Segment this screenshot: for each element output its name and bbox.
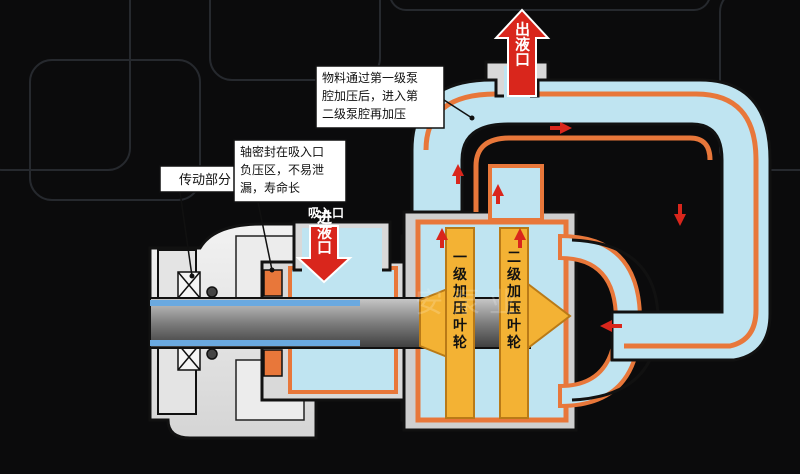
impeller-1-char: 压	[453, 301, 467, 317]
impeller-1-char: 叶	[453, 318, 467, 334]
flow-arrow-down-icon	[678, 204, 682, 214]
callout-chamber: 物料通过第一级泵 腔加压后，进入第 二级泵腔再加压	[315, 65, 475, 129]
flow-arrow-up-icon	[492, 184, 504, 196]
seal-line: 负压区，不易泄	[240, 163, 324, 177]
impeller-2-char: 轮	[507, 334, 521, 351]
impeller-2-char: 二	[507, 250, 521, 266]
impeller-2-label: 二 级 加 压 叶 轮	[506, 250, 522, 351]
outlet-label: 出液口	[513, 21, 531, 67]
impeller-1-char: 一	[453, 250, 467, 266]
flow-arrow-up-icon	[496, 196, 500, 204]
impeller-2-char: 压	[507, 301, 521, 317]
flow-arrow-up-icon	[514, 228, 526, 240]
impeller-2-char: 级	[507, 266, 522, 283]
chamber-line: 物料通过第一级泵	[322, 71, 418, 85]
callout-seal: 轴密封在吸入口 负压区，不易泄 漏，寿命长	[233, 139, 347, 273]
impeller-2-char: 叶	[507, 318, 521, 334]
chamber-line: 二级泵腔再加压	[322, 106, 406, 121]
flow-arrow-up-icon	[456, 176, 460, 184]
flow-arrow-right-icon	[550, 126, 560, 130]
impeller-1-char: 级	[453, 266, 468, 283]
flow-arrows	[436, 122, 686, 332]
flow-arrow-up-icon	[518, 240, 522, 248]
background-panels	[0, 0, 800, 201]
outlet-arrow: 出液口	[493, 8, 551, 97]
seal-line: 漏，寿命长	[240, 180, 300, 195]
flow-arrow-up-icon	[436, 228, 448, 240]
inlet-caption: 吸入口	[308, 206, 344, 220]
impeller-2-char: 加	[506, 284, 521, 300]
impeller-1-label: 一 级 加 压 叶 轮	[452, 250, 468, 351]
watermark: 安 泵 业	[415, 286, 517, 319]
seal-line: 轴密封在吸入口	[240, 144, 324, 159]
flow-arrow-up-icon	[452, 164, 464, 176]
drive-label: 传动部分	[179, 173, 231, 188]
impeller-stage-1	[419, 227, 475, 419]
inlet-label: 进液口	[315, 210, 333, 255]
inlet-arrow: 进液口	[295, 210, 353, 284]
flow-arrow-right-icon	[560, 122, 572, 134]
impeller-1-char: 轮	[453, 334, 467, 351]
flow-arrow-down-icon	[674, 214, 686, 226]
impeller-1-char: 加	[452, 284, 467, 300]
chamber-line: 腔加压后，进入第	[322, 88, 418, 103]
flow-arrow-left-icon	[600, 320, 612, 332]
flow-arrow-left-icon	[612, 324, 622, 328]
flow-arrow-up-icon	[440, 240, 444, 248]
mechanical-seal	[263, 269, 283, 377]
impeller-stage-2	[499, 227, 572, 419]
